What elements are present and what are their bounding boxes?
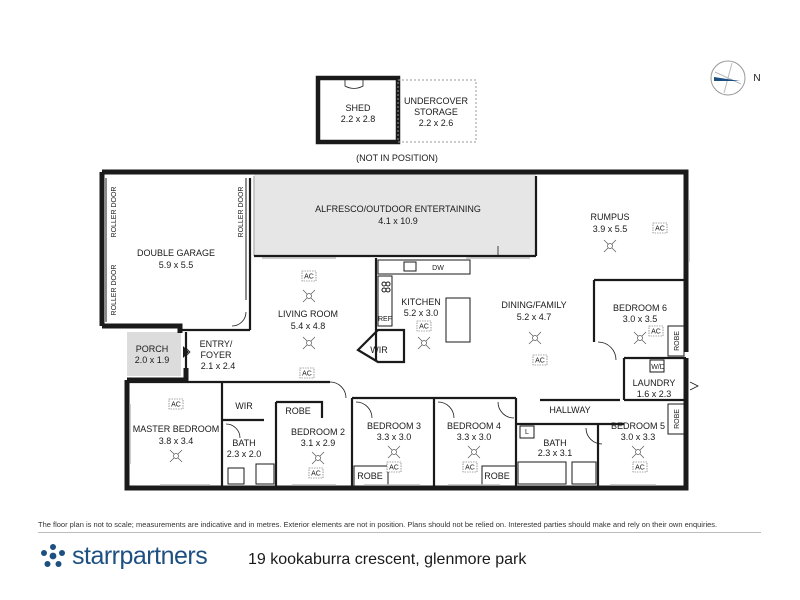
ac-label-8: AC — [311, 471, 321, 478]
bath2-dims: 2.3 x 3.1 — [538, 448, 573, 458]
alfresco-dims: 4.1 x 10.9 — [378, 216, 418, 226]
dw-label: DW — [432, 265, 444, 272]
roller-door-label-2: ROLLER DOOR — [111, 265, 118, 316]
robe-label-1: ROBE — [285, 406, 311, 416]
east-walls — [592, 200, 699, 435]
bath1-name: BATH — [232, 438, 255, 448]
ac-label-1: AC — [304, 274, 314, 281]
entry-name-2: FOYER — [200, 350, 232, 360]
garage-dims: 5.9 x 5.5 — [159, 260, 194, 270]
rumpus-name: RUMPUS — [590, 212, 629, 222]
property-address: 19 kookaburra crescent, glenmore park — [248, 551, 527, 568]
alfresco-walls — [254, 176, 538, 259]
master-dims: 3.8 x 3.4 — [159, 436, 194, 446]
garage-walls — [105, 176, 255, 332]
roller-door-label-3: ROLLER DOOR — [238, 187, 245, 238]
wir-label-2: WIR — [370, 345, 388, 355]
ac-label-6: AC — [651, 329, 661, 336]
outer-walls — [99, 169, 689, 491]
rumpus-dims: 3.9 x 5.5 — [593, 224, 628, 234]
porch-dims: 2.0 x 1.9 — [135, 355, 170, 365]
robe-label-4: ROBE — [674, 331, 681, 351]
robe-label-3: ROBE — [484, 471, 510, 481]
robe-label-2: ROBE — [357, 471, 383, 481]
ac-label-11: AC — [635, 465, 645, 472]
laundry-dims: 1.6 x 2.3 — [637, 389, 672, 399]
kitchen-name: KITCHEN — [401, 297, 441, 307]
alfresco-name: ALFRESCO/OUTDOOR ENTERTAINING — [315, 204, 481, 214]
brand-name: starrpartners — [72, 541, 208, 570]
shed-dims: 2.2 x 2.8 — [341, 114, 376, 124]
dining-dims: 5.2 x 4.7 — [517, 312, 552, 322]
wir-label-1: WIR — [235, 401, 253, 411]
kitchen-walls — [356, 258, 471, 364]
bedroom5-dims: 3.0 x 3.3 — [621, 432, 656, 442]
light-fixtures — [169, 239, 647, 465]
ac-label-10: AC — [465, 465, 475, 472]
ac-label-9: AC — [389, 465, 399, 472]
porch-name: PORCH — [136, 344, 169, 354]
bedroom4-name: BEDROOM 4 — [447, 421, 501, 431]
dining-name: DINING/FAMILY — [501, 300, 566, 310]
footer-divider — [38, 532, 761, 533]
storage-name-1: UNDERCOVER — [404, 96, 469, 106]
bath2-name: BATH — [543, 438, 566, 448]
bath1-dims: 2.3 x 2.0 — [227, 449, 262, 459]
living-name: LIVING ROOM — [278, 309, 338, 319]
ac-label-5: AC — [655, 226, 665, 233]
porch-area — [127, 332, 181, 376]
master-name: MASTER BEDROOM — [133, 424, 220, 434]
bedroom6-name: BEDROOM 6 — [613, 303, 667, 313]
bedroom5-name: BEDROOM 5 — [611, 421, 665, 431]
shed-name: SHED — [345, 103, 371, 113]
l-label: L — [525, 429, 529, 436]
ref-label: REF — [378, 316, 392, 323]
entry-name-1: ENTRY/ — [200, 339, 233, 349]
compass-icon: N — [710, 60, 761, 96]
wd-label: W/D — [651, 364, 665, 371]
shed-building: SHED 2.2 x 2.8 UNDERCOVER STORAGE 2.2 x … — [315, 75, 477, 163]
bedroom2-dims: 3.1 x 2.9 — [301, 438, 336, 448]
bedroom6-dims: 3.0 x 3.5 — [623, 314, 658, 324]
living-dims: 5.4 x 4.8 — [291, 321, 326, 331]
entry-walls — [183, 311, 247, 368]
laundry-name: LAUNDRY — [633, 378, 676, 388]
ac-label-7: AC — [171, 402, 181, 409]
garage-name: DOUBLE GARAGE — [137, 248, 215, 258]
roller-door-label-1: ROLLER DOOR — [111, 187, 118, 238]
ac-label-3: AC — [419, 324, 429, 331]
disclaimer-text: The floor plan is not to scale; measurem… — [38, 520, 718, 529]
storage-dims: 2.2 x 2.6 — [419, 118, 454, 128]
ac-markers: AC AC AC AC AC AC AC AC AC AC AC — [168, 222, 668, 479]
bedroom3-name: BEDROOM 3 — [367, 421, 421, 431]
bedroom4-dims: 3.3 x 3.0 — [457, 432, 492, 442]
bedroom3-dims: 3.3 x 3.0 — [377, 432, 412, 442]
bedroom2-name: BEDROOM 2 — [291, 427, 345, 437]
ac-label-2: AC — [302, 371, 312, 378]
ac-label-4: AC — [535, 358, 545, 365]
robe-label-5: ROBE — [674, 409, 681, 429]
south-walls — [127, 380, 656, 488]
floor-plan: SHED 2.2 x 2.8 UNDERCOVER STORAGE 2.2 x … — [99, 60, 761, 491]
brand-logo: starrpartners — [40, 540, 208, 572]
kitchen-dims: 5.2 x 3.0 — [404, 308, 439, 318]
not-in-position-label: (NOT IN POSITION) — [356, 153, 438, 163]
entry-dims: 2.1 x 2.4 — [201, 361, 236, 371]
storage-name-2: STORAGE — [414, 107, 458, 117]
starr-logo-icon — [41, 544, 65, 567]
hallway-name: HALLWAY — [549, 405, 590, 415]
compass-north-label: N — [753, 73, 760, 84]
alfresco-area — [254, 172, 536, 256]
